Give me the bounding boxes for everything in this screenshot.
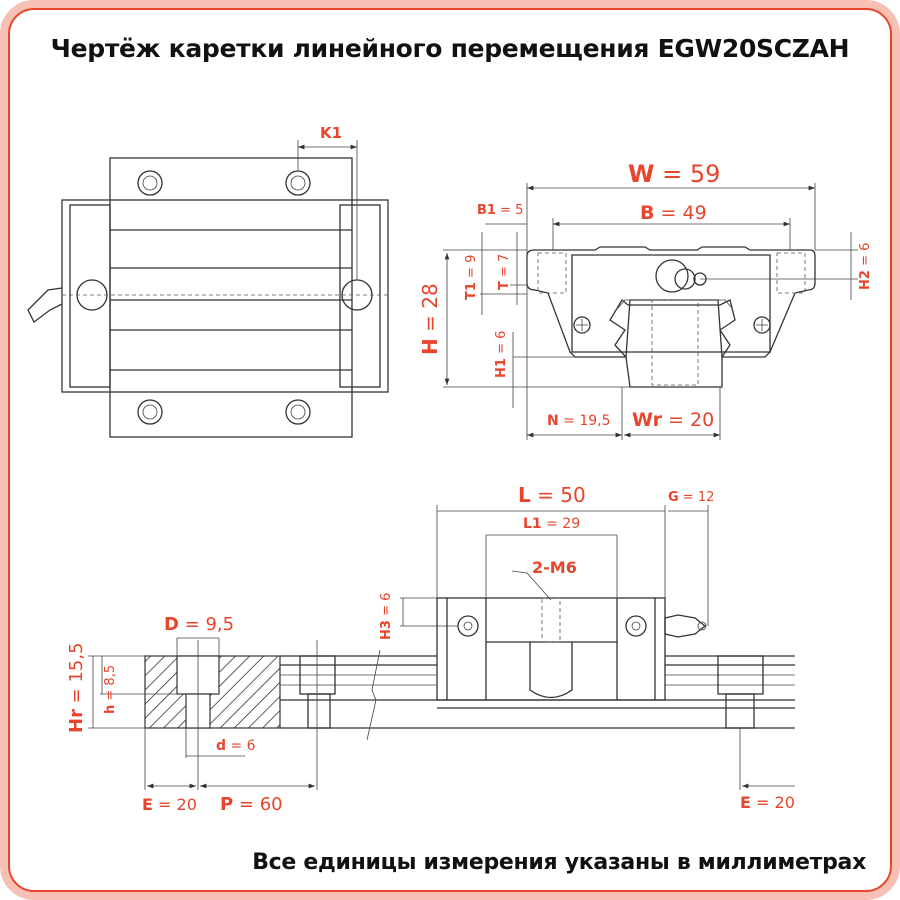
dim-B1: B1 = 5 [477, 203, 523, 218]
dim-D: D = 9,5 [164, 614, 234, 635]
dim-T1: T1 = 9 [464, 255, 479, 300]
dim-W: W = 59 [628, 160, 720, 188]
dim-P: P = 60 [220, 794, 283, 815]
side-view-drawing [88, 505, 795, 790]
dim-T: T = 7 [497, 254, 512, 290]
dim-Hr: Hr = 15,5 [66, 642, 87, 733]
dim-H3: H3 = 6 [379, 593, 394, 640]
dim-E-right: E = 20 [740, 793, 795, 812]
dim-H: H = 28 [418, 283, 442, 355]
dim-E-left: E = 20 [142, 795, 197, 814]
front-view-drawing [443, 183, 858, 440]
dim-N: N = 19,5 [547, 413, 611, 429]
page-title: Чертёж каретки линейного перемещения EGW… [50, 34, 850, 63]
dim-H1: H1 = 6 [494, 331, 509, 378]
dim-K1: K1 [320, 124, 342, 142]
dim-h: h = 8,5 [103, 665, 118, 714]
dim-L: L = 50 [518, 483, 586, 507]
dim-G: G = 12 [668, 490, 714, 505]
top-view-drawing [27, 140, 389, 438]
dim-Wr: Wr = 20 [632, 409, 714, 431]
dim-d: d = 6 [216, 738, 256, 754]
dim-H2: H2 = 6 [858, 243, 873, 290]
content-panel [8, 8, 892, 892]
thread-2-M6: 2-M6 [532, 558, 577, 577]
units-note: Все единицы измерения указаны в миллимет… [252, 850, 866, 875]
dim-L1: L1 = 29 [523, 516, 580, 532]
dim-B: B = 49 [640, 202, 707, 224]
